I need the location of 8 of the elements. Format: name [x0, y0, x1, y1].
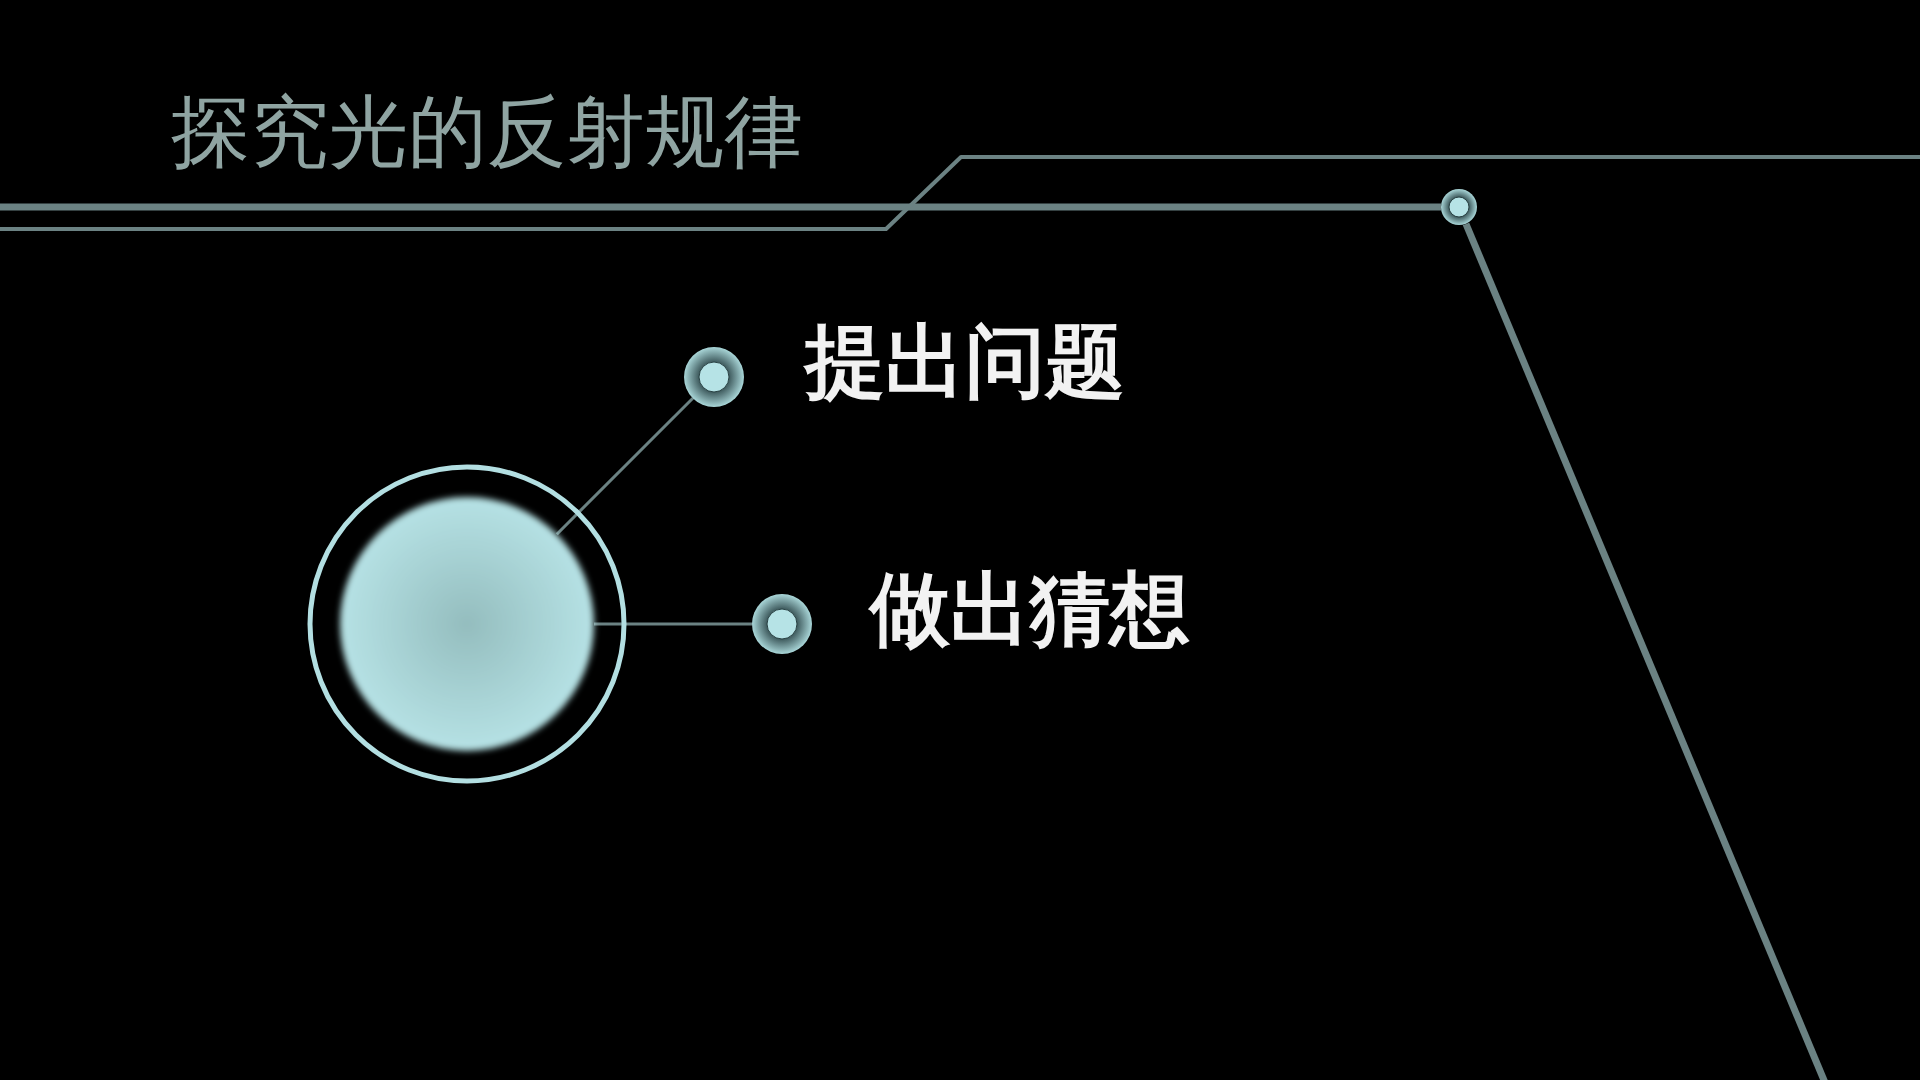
- node-dot: [752, 594, 812, 654]
- step-heading: 做出猜想: [870, 570, 1190, 650]
- node-dot: [684, 347, 744, 407]
- slide-title: 探究光的反射规律: [171, 93, 803, 172]
- connector-line: [555, 397, 694, 536]
- step-heading: 提出问题: [805, 322, 1125, 402]
- ring-circle: [307, 464, 627, 784]
- connector-line: [594, 622, 752, 626]
